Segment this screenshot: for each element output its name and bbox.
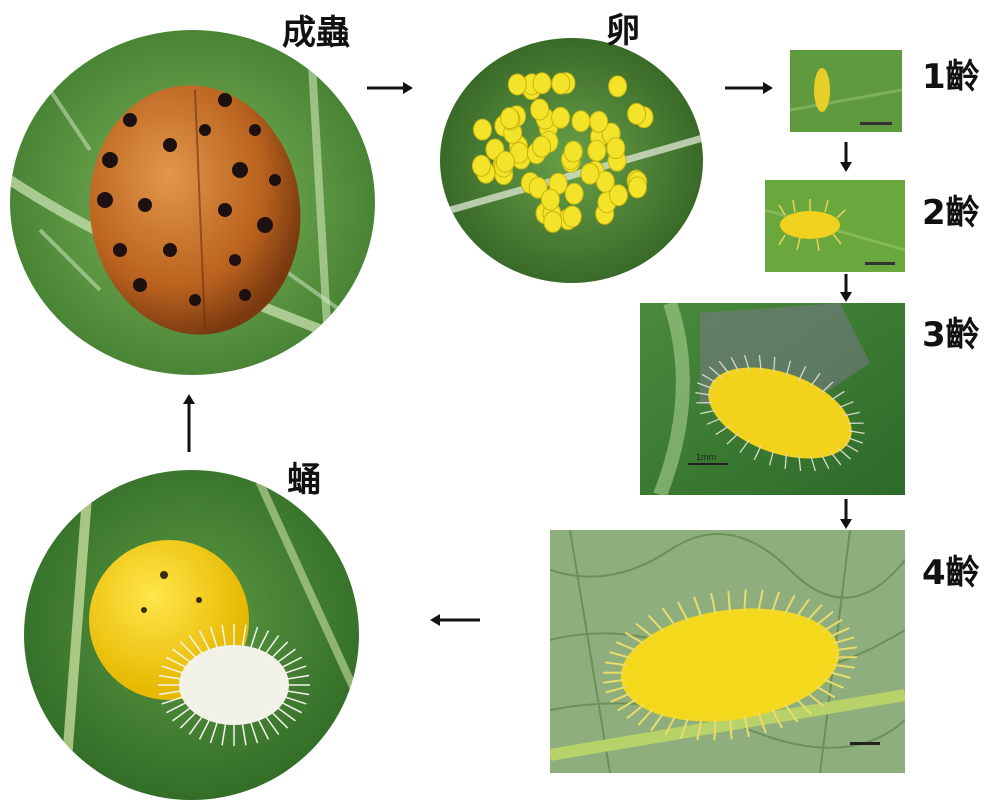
stage-label-adult: 成蟲 xyxy=(282,16,350,50)
egg xyxy=(533,73,551,94)
stage-label-instar2: 2齡 xyxy=(922,196,980,230)
egg xyxy=(581,163,599,184)
egg xyxy=(501,108,519,129)
stage-label-pupa: 蛹 xyxy=(287,463,321,497)
egg xyxy=(590,111,608,132)
stage-label-egg: 卵 xyxy=(606,14,640,48)
arrow-adult-to-egg xyxy=(365,80,415,96)
arrow-instar3-to-instar4 xyxy=(838,497,854,531)
egg xyxy=(544,211,562,232)
instar1-larva-photo xyxy=(790,50,902,132)
pupa-photo xyxy=(24,470,359,800)
egg xyxy=(563,206,581,227)
egg xyxy=(588,140,606,161)
egg xyxy=(607,138,625,159)
egg xyxy=(572,111,590,132)
egg xyxy=(629,177,647,198)
egg xyxy=(564,141,582,162)
egg xyxy=(552,73,570,94)
arrow-instar4-to-pupa xyxy=(428,612,482,628)
egg xyxy=(474,119,492,140)
egg xyxy=(609,76,627,97)
stage-label-instar3: 3齡 xyxy=(922,318,980,352)
spine xyxy=(714,718,715,740)
egg xyxy=(610,185,628,206)
stage-label-instar4: 4齡 xyxy=(922,556,980,590)
scale-bar-label: 1mm xyxy=(696,452,716,462)
instar4-larva-photo xyxy=(550,530,905,773)
egg xyxy=(531,99,549,120)
instar3-larva-photo: 1mm xyxy=(640,303,905,495)
arrow-egg-to-instar1 xyxy=(723,80,775,96)
spine xyxy=(744,590,745,612)
egg xyxy=(533,136,551,157)
instar2-larva-photo xyxy=(765,180,905,272)
adult-beetle-photo xyxy=(10,30,375,375)
egg xyxy=(565,183,583,204)
egg xyxy=(496,151,514,172)
egg xyxy=(552,107,570,128)
stage-label-instar1: 1齡 xyxy=(922,60,980,94)
egg xyxy=(472,155,490,176)
egg xyxy=(508,74,526,95)
egg xyxy=(541,189,559,210)
egg-cluster-photo xyxy=(440,38,703,283)
arrow-instar1-to-instar2 xyxy=(838,140,854,174)
arrow-instar2-to-instar3 xyxy=(838,272,854,304)
egg xyxy=(628,103,646,124)
arrow-pupa-to-adult xyxy=(181,392,197,454)
